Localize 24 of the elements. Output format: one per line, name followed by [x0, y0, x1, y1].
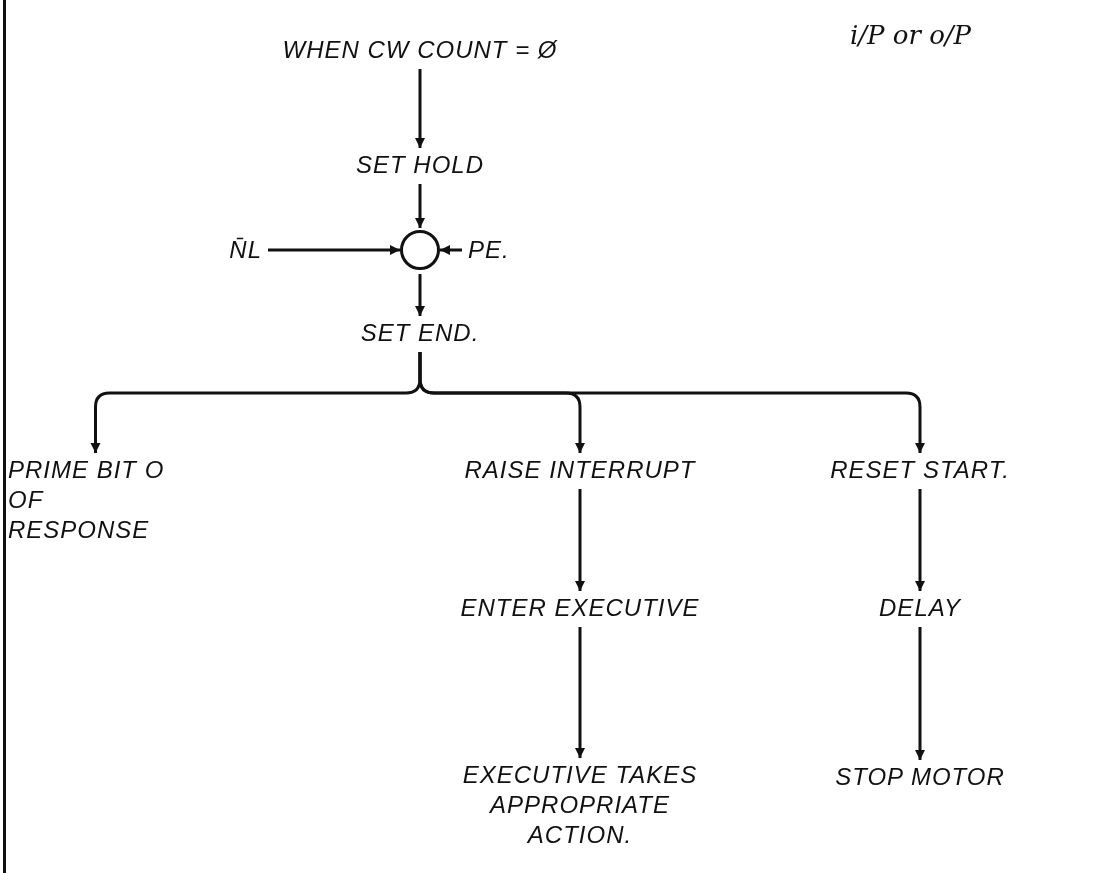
arrow	[915, 489, 925, 591]
step-label: EXECUTIVE TAKES APPROPRIATE ACTION.	[435, 760, 725, 850]
arrow	[440, 245, 462, 255]
arrow	[575, 489, 585, 591]
arrow	[575, 627, 585, 758]
arrow	[915, 627, 925, 760]
step-label: WHEN CW COUNT = Ø	[282, 35, 558, 65]
step-label: PE.	[468, 235, 510, 265]
step-label: RESET START.	[830, 455, 1010, 485]
step-label: N̄L	[229, 235, 262, 265]
step-label: PRIME BIT O OF RESPONSE	[8, 455, 183, 545]
step-label: ENTER EXECUTIVE	[460, 593, 700, 623]
step-label: SET HOLD	[356, 150, 484, 180]
step-label: RAISE INTERRUPT	[464, 455, 696, 485]
arrow	[415, 274, 425, 316]
arrow	[268, 245, 400, 255]
step-label: STOP MOTOR	[835, 762, 1005, 792]
arrow	[415, 184, 425, 228]
handwritten-note: i/P or o/P	[850, 20, 972, 50]
arrow	[415, 69, 425, 148]
arrow	[418, 352, 925, 453]
step-label: SET END.	[360, 318, 480, 348]
step-label: DELAY	[879, 593, 961, 623]
junction-circle	[400, 230, 440, 270]
